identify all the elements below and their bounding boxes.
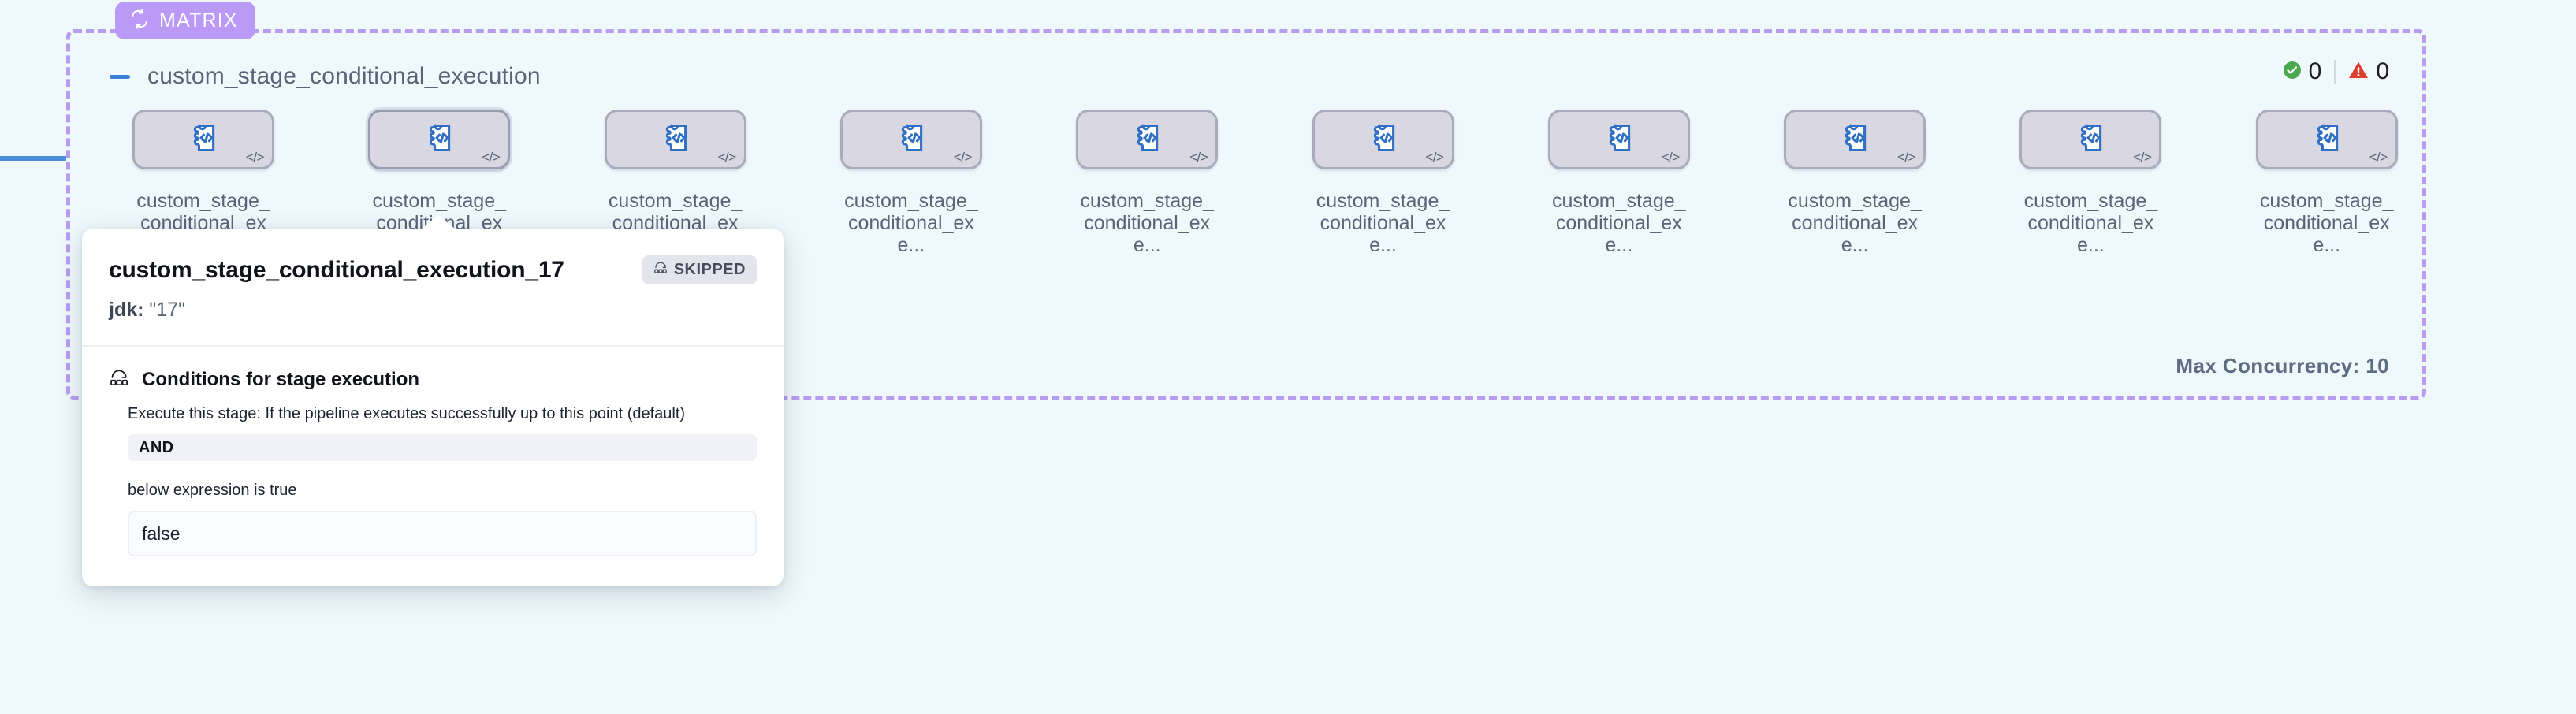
tooltip-body: Conditions for stage execution Execute t… [82, 347, 784, 586]
matrix-badge-label: MATRIX [159, 9, 238, 32]
code-brackets-icon: </> [2369, 150, 2388, 165]
stage-header: custom_stage_conditional_execution [108, 63, 541, 90]
skipped-icon [653, 261, 668, 279]
node-label: custom_stage_conditional_exe... [2259, 190, 2394, 256]
node-label: custom_stage_conditional_exe... [1552, 190, 1686, 256]
custom-stage-code-icon [1367, 122, 1400, 158]
matrix-node-4[interactable]: </> custom_stage_conditional_exe... [1076, 110, 1219, 256]
node-box[interactable]: </> [1784, 110, 1926, 169]
node-box[interactable]: </> [2019, 110, 2162, 169]
matrix-node-8[interactable]: </> custom_stage_conditional_exe... [2019, 110, 2162, 256]
warning-triangle-icon [2348, 61, 2369, 84]
conditions-header: Conditions for stage execution [109, 369, 757, 391]
node-label: custom_stage_conditional_exe... [1080, 190, 1214, 256]
custom-stage-code-icon [2310, 122, 2343, 158]
node-box[interactable]: </> [1312, 110, 1454, 169]
matrix-node-9[interactable]: </> custom_stage_conditional_exe... [2255, 110, 2398, 256]
incoming-connector-edge [0, 156, 69, 161]
node-box[interactable]: </> [604, 110, 746, 169]
minus-icon-bar [110, 74, 130, 79]
tooltip-title-row: custom_stage_conditional_execution_17 SK… [109, 255, 757, 284]
status-badge-label: SKIPPED [673, 261, 746, 278]
tooltip-header: custom_stage_conditional_execution_17 SK… [82, 229, 784, 322]
code-brackets-icon: </> [482, 150, 501, 165]
custom-stage-code-icon [1838, 122, 1871, 158]
matrix-node-0[interactable]: </>custom_stage_conditional_exe... [132, 110, 274, 256]
conditions-icon [109, 369, 129, 391]
node-box[interactable]: </> [1076, 110, 1219, 169]
tooltip-matrix-axis: jdk: "17" [109, 299, 757, 322]
max-concurrency-label: Max Concurrency: 10 [2176, 354, 2389, 377]
matrix-badge: MATRIX [115, 2, 255, 39]
node-box[interactable]: </> [2255, 110, 2398, 169]
node-label: custom_stage_conditional_exe... [2023, 190, 2158, 256]
matrix-axis-key: jdk: [109, 299, 144, 321]
custom-stage-code-icon [187, 122, 220, 158]
code-brackets-icon: </> [1189, 150, 1208, 165]
tooltip-title: custom_stage_conditional_execution_17 [109, 256, 564, 283]
matrix-node-3[interactable]: </> custom_stage_conditional_exe... [839, 110, 982, 256]
custom-stage-code-icon [1603, 122, 1636, 158]
status-divider [2334, 60, 2336, 84]
code-brackets-icon: </> [2133, 150, 2152, 165]
tooltip-divider [82, 345, 784, 347]
expression-label: below expression is true [128, 482, 297, 499]
node-box[interactable]: </> [839, 110, 982, 169]
warning-count: 0 [2376, 58, 2389, 84]
code-brackets-icon: </> [717, 150, 737, 165]
success-count: 0 [2308, 58, 2322, 84]
node-box[interactable]: </> [1547, 110, 1690, 169]
custom-stage-code-icon [659, 122, 692, 158]
check-circle-icon [2283, 61, 2302, 84]
custom-stage-code-icon [423, 122, 456, 158]
matrix-node-5[interactable]: </> custom_stage_conditional_exe... [1312, 110, 1454, 256]
matrix-axis-value: "17" [149, 299, 185, 321]
node-box[interactable]: </> [132, 110, 274, 169]
operator-bar: AND [128, 434, 757, 461]
page-title: custom_stage_conditional_execution [147, 63, 541, 89]
conditions-description: Execute this stage: If the pipeline exec… [128, 405, 686, 422]
warning-status: 0 [2348, 60, 2389, 84]
node-label: custom_stage_conditional_exe... [1316, 190, 1450, 256]
conditions-title: Conditions for stage execution [142, 369, 420, 390]
code-brackets-icon: </> [1661, 150, 1681, 165]
custom-stage-code-icon [1130, 122, 1163, 158]
code-brackets-icon: </> [1425, 150, 1444, 165]
node-label: custom_stage_conditional_exe... [1788, 190, 1922, 256]
tooltip-arrow [421, 215, 456, 229]
success-status: 0 [2283, 58, 2322, 84]
code-brackets-icon: </> [953, 150, 973, 165]
node-detail-tooltip: custom_stage_conditional_execution_17 SK… [82, 215, 784, 586]
expression-value-field[interactable]: false [128, 511, 757, 556]
code-brackets-icon: </> [245, 150, 265, 165]
code-brackets-icon: </> [1897, 150, 1916, 165]
minus-icon[interactable] [108, 65, 132, 88]
custom-stage-code-icon [2074, 122, 2107, 158]
matrix-node-7[interactable]: </> custom_stage_conditional_exe... [1784, 110, 1926, 256]
status-badge: SKIPPED [642, 255, 757, 284]
status-counters: 0 0 [2283, 60, 2389, 84]
matrix-node-6[interactable]: </> custom_stage_conditional_exe... [1547, 110, 1690, 256]
node-box[interactable]: </> [368, 110, 511, 169]
loop-icon [129, 8, 150, 33]
node-label: custom_stage_conditional_exe... [844, 190, 978, 256]
custom-stage-code-icon [895, 122, 928, 158]
